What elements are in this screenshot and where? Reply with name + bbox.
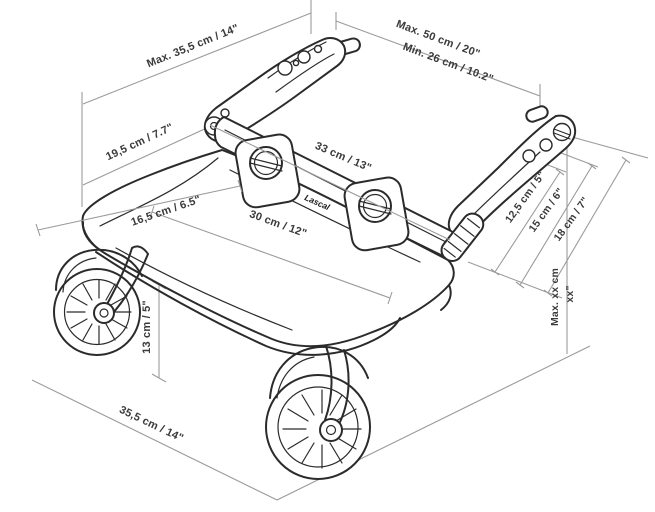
front-wheel-rim: [277, 386, 359, 468]
front-wheel-hub-pin: [325, 424, 337, 436]
right-dim-line-15: [519, 165, 593, 286]
platform-back-ridge: [99, 157, 219, 227]
dimension-lines-over: [35, 124, 451, 305]
right-arm: [447, 105, 577, 239]
platform-left-face-edge: [81, 221, 101, 251]
left-wheel: [53, 245, 149, 356]
buggy-board-drawing: Lascal: [53, 37, 577, 480]
front-wheel-fork: [324, 345, 350, 425]
left-arm-hole-4: [292, 59, 300, 67]
foot-extension-line: [467, 261, 563, 299]
left-wheel-hub-pin: [99, 308, 109, 318]
foot-pad-hatching: [443, 217, 480, 258]
right-clamp: [343, 176, 410, 252]
dim-label-height-max-cm: Max. xx cm: [549, 268, 561, 326]
handle-extension-line: [571, 136, 649, 159]
left-arm-hole-1: [277, 60, 293, 76]
front-wheel-mudguard-inner: [276, 356, 315, 399]
front-wheel: [265, 345, 371, 480]
bar-width-dimension-line: [209, 124, 451, 241]
front-wheel-hub: [319, 418, 343, 442]
right-dim-line-12-5: [494, 171, 561, 273]
platform-right-corner-edge: [440, 284, 452, 311]
left-wheel-fork: [105, 245, 149, 313]
left-arm-hole-3: [313, 44, 323, 54]
dim-label-left-arm: 19,5 cm / 7.7": [104, 121, 175, 163]
right-dim-line-18: [547, 159, 627, 294]
front-wheel-spokes: [282, 389, 362, 469]
left-clamp-knob-slot: [249, 157, 283, 172]
dim-label-height-max-in: xx": [564, 285, 576, 302]
right-clamp-knob-slot: [358, 200, 392, 215]
dim-label-top-left: Max. 35,5 cm / 14": [145, 22, 240, 70]
right-arm-end-cap-slot: [553, 128, 571, 140]
right-arm-hole-1: [522, 149, 536, 163]
ground-lines: [31, 345, 591, 501]
left-wheel-hub: [93, 302, 115, 324]
platform-width-dimension-line: [151, 211, 391, 299]
top-right-dimension-line: [335, 20, 541, 97]
platform-front-bottom-edge: [95, 251, 401, 356]
front-wheel-mudguard: [269, 345, 369, 399]
foot-pad-body: [440, 212, 485, 263]
left-arm-hinge-bolt: [220, 108, 230, 118]
right-arm-hole-2: [539, 138, 553, 152]
platform-depth-ticks: [35, 179, 243, 237]
left-wheel-spokes: [66, 279, 132, 345]
platform-depth-dimension-line: [37, 185, 241, 231]
left-arm-dimension-line: [82, 119, 225, 186]
left-clamp: [234, 133, 301, 209]
right-arm-handle-tab: [525, 105, 549, 123]
platform-width-ticks: [149, 205, 393, 305]
left-wheel-mudguard: [55, 248, 143, 291]
left-wheel-mudguard-inner: [62, 257, 97, 293]
right-clamp-knob-inner: [362, 193, 388, 219]
dim-label-wheel-clearance: 13 cm / 5": [141, 300, 153, 354]
platform-front-ridge: [115, 247, 293, 331]
dimension-lines-under: [31, 0, 649, 501]
front-wheel-tire: [265, 374, 371, 480]
left-arm-hole-2: [297, 50, 311, 64]
right-arm-foot-pad: [440, 212, 485, 263]
top-left-dimension-line: [82, 12, 312, 105]
